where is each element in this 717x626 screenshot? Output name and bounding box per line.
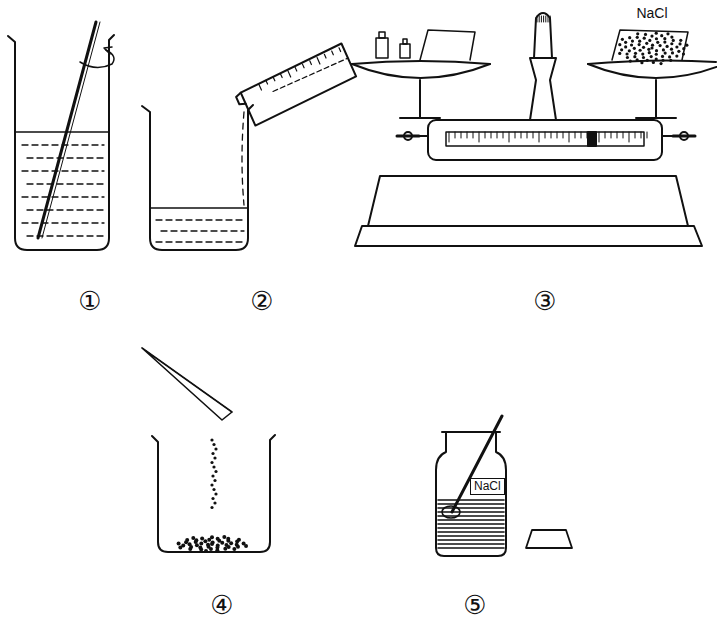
label-text: NaCl xyxy=(471,479,504,494)
reagent-bottle xyxy=(436,416,572,556)
beaker-stirring xyxy=(8,22,114,250)
step-number: ① xyxy=(78,288,101,314)
chemical-label: NaCl xyxy=(636,6,667,20)
step-number: ② xyxy=(250,288,273,314)
bottle-label: NaCl xyxy=(470,478,505,495)
beaker-pouring xyxy=(142,43,358,250)
step-number: ⑤ xyxy=(463,592,486,618)
step-number: ③ xyxy=(533,288,556,314)
beaker-adding-solid xyxy=(142,348,275,553)
balance xyxy=(352,13,717,246)
step-number: ④ xyxy=(210,592,233,618)
